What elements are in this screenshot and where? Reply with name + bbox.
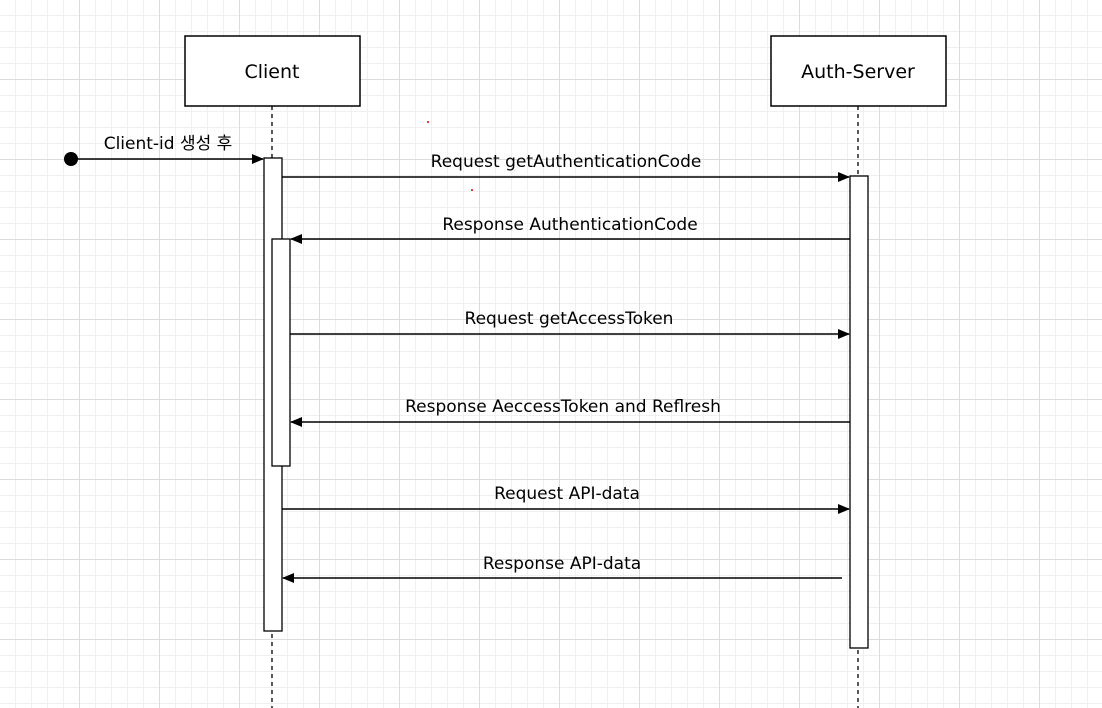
message-request-auth-code[interactable]: Request getAuthenticationCode [282,152,850,182]
message-label: Request API-data [494,484,640,504]
participant-client[interactable]: Client [184,35,361,107]
message-label: Response AuthenticationCode [442,215,697,235]
server-activation-bar[interactable] [849,175,869,649]
start-label: Client-id 생성 후 [104,134,233,154]
participant-client-label: Client [244,61,299,83]
start-message[interactable]: Client-id 생성 후 [64,134,264,166]
message-request-api-data[interactable]: Request API-data [282,484,850,514]
participant-server-box [770,35,947,107]
stray-mark [471,189,473,191]
message-label: Request getAuthenticationCode [431,152,702,172]
message-label: Request getAccessToken [465,309,674,329]
participant-client-box [184,35,361,107]
participant-server-label: Auth-Server [801,61,915,83]
participant-server[interactable]: Auth-Server [770,35,947,107]
message-label: Response API-data [483,554,641,574]
message-response-auth-code[interactable]: Response AuthenticationCode [290,215,850,244]
client-nested-activation-bar[interactable] [271,238,291,467]
message-request-access-token[interactable]: Request getAccessToken [290,309,850,339]
message-response-api-data[interactable]: Response API-data [282,554,842,583]
message-response-access-token[interactable]: Response AeccessToken and Reflresh [290,397,850,427]
message-label: Response AeccessToken and Reflresh [405,397,721,417]
stray-mark [427,121,429,123]
